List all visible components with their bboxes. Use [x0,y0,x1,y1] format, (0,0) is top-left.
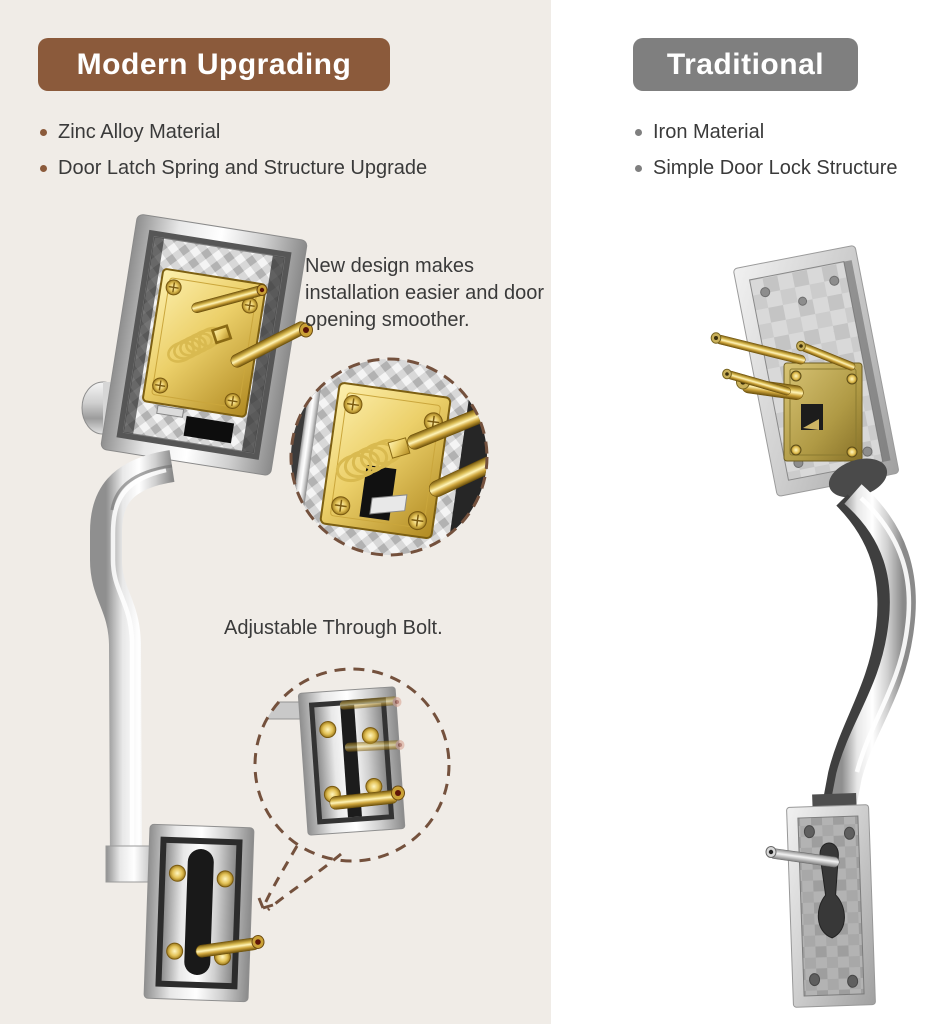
through-bolt-tubes [191,284,313,368]
list-item: Iron Material [635,121,898,144]
modern-upgrading-badge: Modern Upgrading [38,38,390,91]
design-callout-text: New design makes installation easier and… [305,255,545,331]
traditional-handleset-illustration [710,245,916,1008]
gold-screws [152,279,258,410]
spindle-pin [765,846,840,868]
modern-handle-grip [90,450,175,883]
balloon-tail [257,845,342,912]
bolt-zoom-balloon [253,667,451,912]
modern-handleset-illustration [81,214,489,1003]
list-item: Zinc Alloy Material [40,121,427,144]
feature-text: Iron Material [653,121,765,143]
bottom-through-bolt [195,935,265,958]
mechanism-zoom-circle [289,357,489,557]
traditional-bottom-plate [786,793,876,1008]
traditional-badge: Traditional [633,38,858,91]
through-bolt-callout-text: Adjustable Through Bolt. [224,617,443,639]
list-item: Simple Door Lock Structure [635,157,898,180]
modern-bottom-plate [143,823,255,1003]
feature-text: Simple Door Lock Structure [653,157,898,179]
bullet-dot [40,165,47,172]
bullet-dot [635,165,642,172]
feature-text: Zinc Alloy Material [58,121,221,143]
bullet-dot [40,129,47,136]
feature-text: Door Latch Spring and Structure Upgrade [58,157,428,179]
bullet-dot [635,129,642,136]
traditional-lock-mechanism [710,332,863,462]
traditional-feature-list: Iron Material Simple Door Lock Structure [635,121,898,193]
modern-feature-list: Zinc Alloy Material Door Latch Spring an… [40,121,427,193]
list-item: Door Latch Spring and Structure Upgrade [40,157,427,180]
latch-spring [167,324,233,363]
traditional-handle-grip [822,458,916,815]
